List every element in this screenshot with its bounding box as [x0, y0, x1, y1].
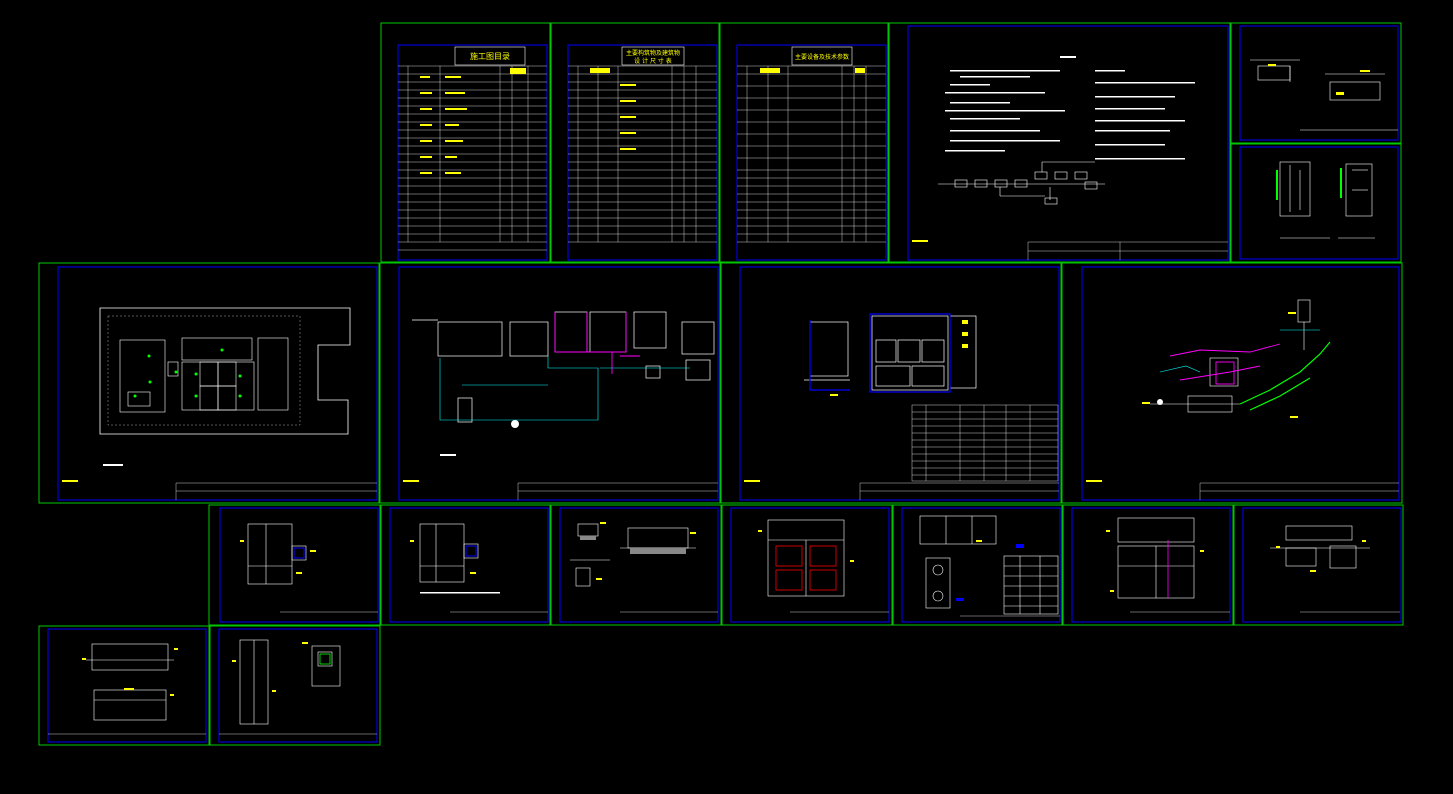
- sheet-detail-dosing-room[interactable]: [380, 504, 551, 626]
- sheet-detail-foundation[interactable]: [550, 504, 722, 626]
- sheet-site-plan[interactable]: [38, 262, 380, 504]
- sheet-detail-tank-section[interactable]: [1230, 22, 1402, 144]
- sheet-detail-room-plan[interactable]: [1230, 143, 1402, 263]
- sheet-detail-clarifier[interactable]: [1062, 504, 1234, 626]
- sheet-equipment-table[interactable]: 主要设备及技术参数: [719, 22, 889, 263]
- equipment-sheet-title: 主要设备及技术参数: [795, 53, 849, 61]
- sheet-detail-sludge-tank[interactable]: [892, 504, 1063, 626]
- sheet-drawing-index[interactable]: 施工图目录: [380, 22, 551, 263]
- index-sheet-title: 施工图目录: [470, 51, 510, 61]
- sheet-structures-table[interactable]: 主要构筑物及建筑物 设 计 尺 寸 表: [550, 22, 720, 263]
- structures-sheet-title: 主要构筑物及建筑物: [626, 49, 680, 57]
- sheet-detail-office-plan[interactable]: [209, 625, 381, 746]
- structures-sheet-subtitle: 设 计 尺 寸 表: [634, 57, 672, 65]
- sheet-equipment-room-plan[interactable]: [720, 262, 1062, 504]
- sheet-process-profile[interactable]: [379, 262, 721, 504]
- sheet-detail-pump-room[interactable]: [208, 504, 381, 626]
- sheet-design-notes[interactable]: [888, 22, 1231, 263]
- sheet-detail-filter-tank[interactable]: [721, 504, 893, 626]
- sheet-detail-control-room[interactable]: [38, 625, 210, 746]
- sheet-piping-isometric[interactable]: [1061, 262, 1403, 504]
- sheet-detail-elevation[interactable]: [1233, 504, 1404, 626]
